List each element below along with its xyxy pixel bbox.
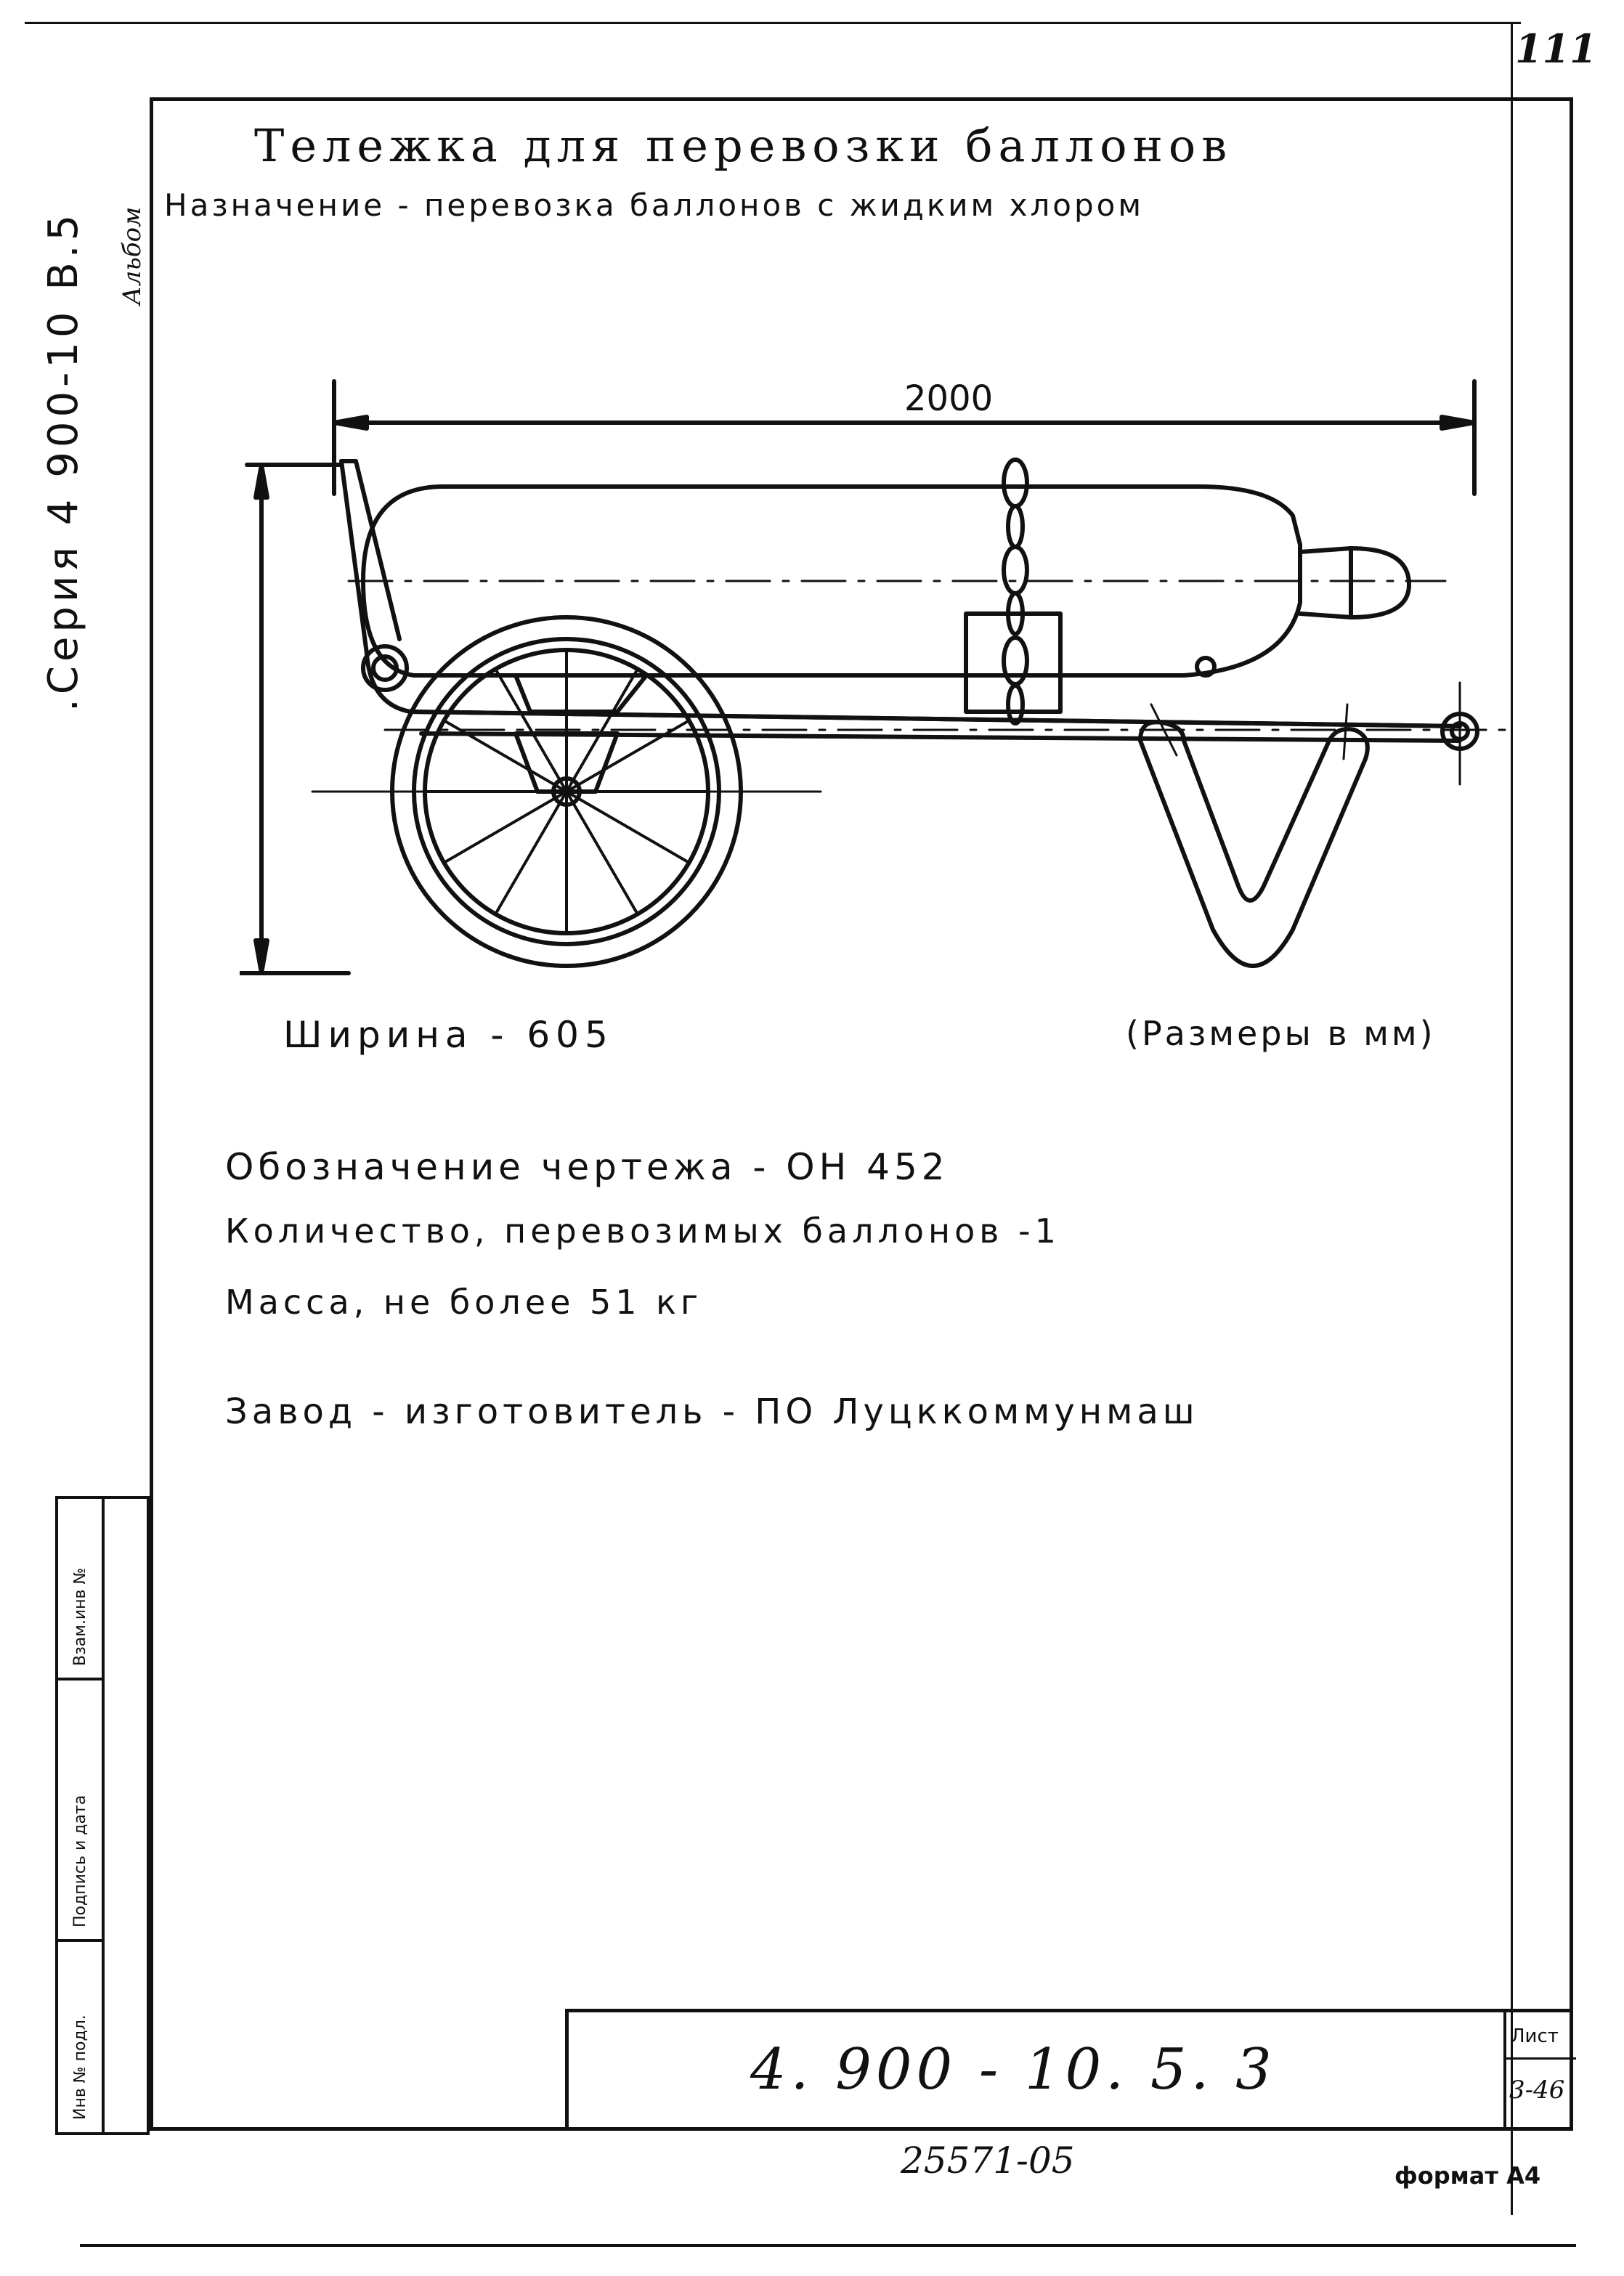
- spec-mass: Масса, не более 51 кг: [225, 1283, 703, 1322]
- title-block: 4. 900 - 10. 5. 3 Лист 3-46: [565, 2009, 1576, 2131]
- format-label: формат А4: [1394, 2162, 1541, 2190]
- spec-quantity: Количество, перевозимых баллонов -1: [225, 1211, 1060, 1251]
- bottom-border-line: [80, 2244, 1576, 2247]
- stand-legs: [1138, 720, 1370, 968]
- spec-manufacturer: Завод - изготовитель - ПО Луцккоммунмаш: [225, 1391, 1199, 1432]
- top-border-line: [25, 22, 1521, 24]
- drawing-purpose: Назначение - перевозка баллонов с жидким…: [164, 187, 1145, 223]
- handwritten-number: 25571-05: [901, 2139, 1075, 2182]
- spec-designation: Обозначение чертежа - ОН 452: [225, 1146, 949, 1188]
- stamp-cell-sign-date: Подпись и дата: [58, 1680, 105, 1942]
- stamp-label-inv-replace: Взам.инв №: [71, 1567, 89, 1666]
- stamp-cell-inv-original: Инв № подл.: [58, 1942, 105, 2132]
- cart-drawing: 2000 860: [240, 378, 1519, 975]
- side-series-label: .Серия 4 900-10 В.5: [40, 210, 87, 712]
- sheet-label: Лист: [1511, 2025, 1559, 2047]
- doc-number: 4. 900 - 10. 5. 3: [750, 2037, 1276, 2102]
- right-border-line: [1511, 22, 1513, 2215]
- drawing-title: Тележка для перевозки баллонов: [254, 119, 1233, 172]
- stamp-label-sign-date: Подпись и дата: [71, 1795, 89, 1927]
- cylinder-body: [361, 484, 1302, 678]
- stamp-label-inv-original: Инв № подл.: [71, 2015, 89, 2120]
- stamp-column: Взам.инв № Подпись и дата Инв № подл.: [55, 1496, 150, 2135]
- side-album-label: Альбом: [118, 206, 147, 305]
- units-note: (Размеры в мм): [1126, 1014, 1436, 1053]
- drawing-frame: [150, 97, 1573, 2131]
- sheet-cell: Лист 3-46: [1503, 2012, 1576, 2131]
- dim-length-label: 2000: [904, 378, 993, 419]
- stamp-cell-inv-replace: Взам.инв №: [58, 1499, 105, 1680]
- page-number: 111: [1515, 25, 1597, 72]
- dim-height-label: 860: [240, 681, 245, 748]
- width-note: Ширина - 605: [283, 1014, 614, 1056]
- sheet-value: 3-46: [1509, 2076, 1565, 2105]
